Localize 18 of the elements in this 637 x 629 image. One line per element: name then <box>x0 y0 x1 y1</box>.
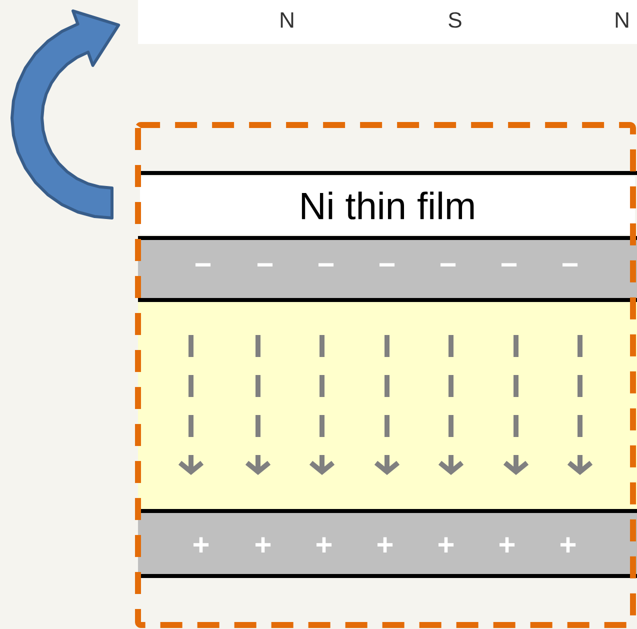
charge-sign: + <box>316 537 332 552</box>
charge-sign: + <box>500 537 515 552</box>
pole-label: S <box>448 12 462 28</box>
charge-sign: + <box>194 537 209 552</box>
charge-sign: − <box>440 263 456 266</box>
charge-sign: − <box>195 263 211 266</box>
charge-sign: − <box>318 263 334 266</box>
charge-sign: − <box>562 263 578 266</box>
charge-sign: + <box>378 537 393 552</box>
charge-sign: + <box>438 537 454 552</box>
charge-sign: + <box>256 537 271 552</box>
pole-label: N <box>616 12 628 28</box>
film-label: Ni thin film <box>140 176 635 234</box>
pole-label: N <box>280 12 294 28</box>
charge-sign: − <box>257 263 273 266</box>
charge-sign: + <box>560 537 576 552</box>
charge-sign: − <box>379 263 395 266</box>
charge-sign: − <box>501 263 517 266</box>
